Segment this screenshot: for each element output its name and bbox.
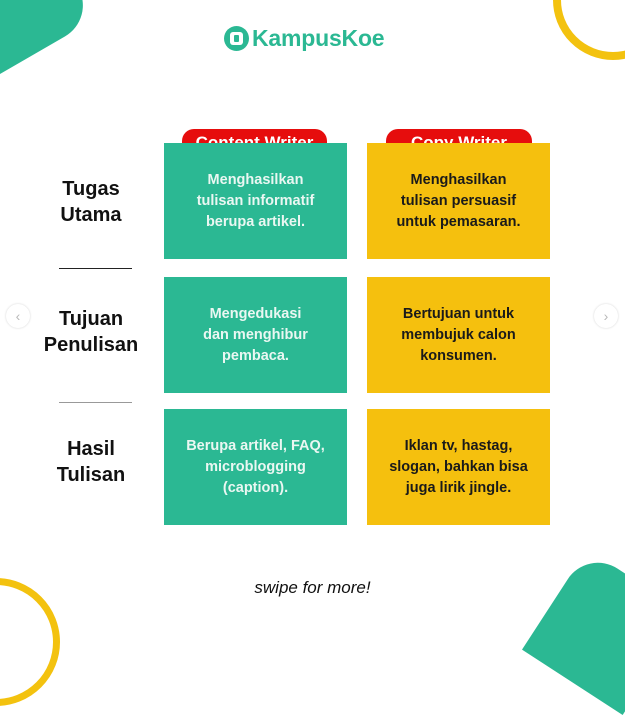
decor-green-shape-top-left [0, 0, 97, 77]
card-text: Menghasilkan tulisan persuasif untuk pem… [396, 171, 521, 230]
card-copy-writer-tujuan-penulisan: Bertujuan untuk membujuk calon konsumen. [367, 277, 550, 393]
decor-green-shape-bottom-right [522, 549, 625, 715]
brand-name: KampusKoe [252, 25, 385, 51]
chevron-left-icon: ‹ [15, 308, 21, 324]
card-copy-writer-tugas-utama: Menghasilkan tulisan persuasif untuk pem… [367, 143, 550, 259]
decor-yellow-ring-top-right [553, 0, 625, 60]
row-label-tujuan-penulisan: Tujuan Penulisan [43, 308, 139, 356]
card-content-writer-tugas-utama: Menghasilkan tulisan informatif berupa a… [164, 143, 347, 259]
prev-slide-button[interactable]: ‹ [6, 304, 30, 328]
next-slide-button[interactable]: › [594, 304, 618, 328]
kampuskoe-logo-icon [224, 26, 249, 51]
card-content-writer-tujuan-penulisan: Mengedukasi dan menghibur pembaca. [164, 277, 347, 393]
swipe-hint: swipe for more! [254, 578, 371, 597]
card-text: Mengedukasi dan menghibur pembaca. [203, 305, 308, 364]
card-text: Iklan tv, hastag, slogan, bahkan bisa ju… [389, 437, 528, 496]
card-text: Bertujuan untuk membujuk calon konsumen. [401, 305, 516, 364]
row-label-tugas-utama: Tugas Utama [60, 178, 122, 226]
row-divider [59, 402, 132, 403]
card-text: Menghasilkan tulisan informatif berupa a… [196, 171, 315, 230]
row-divider [59, 268, 132, 269]
card-text: Berupa artikel, FAQ, microblogging (capt… [186, 437, 325, 496]
card-copy-writer-hasil-tulisan: Iklan tv, hastag, slogan, bahkan bisa ju… [367, 409, 550, 525]
card-content-writer-hasil-tulisan: Berupa artikel, FAQ, microblogging (capt… [164, 409, 347, 525]
row-label-hasil-tulisan: Hasil Tulisan [56, 438, 126, 486]
brand-logo: KampusKoe [224, 25, 385, 52]
chevron-right-icon: › [603, 308, 609, 324]
